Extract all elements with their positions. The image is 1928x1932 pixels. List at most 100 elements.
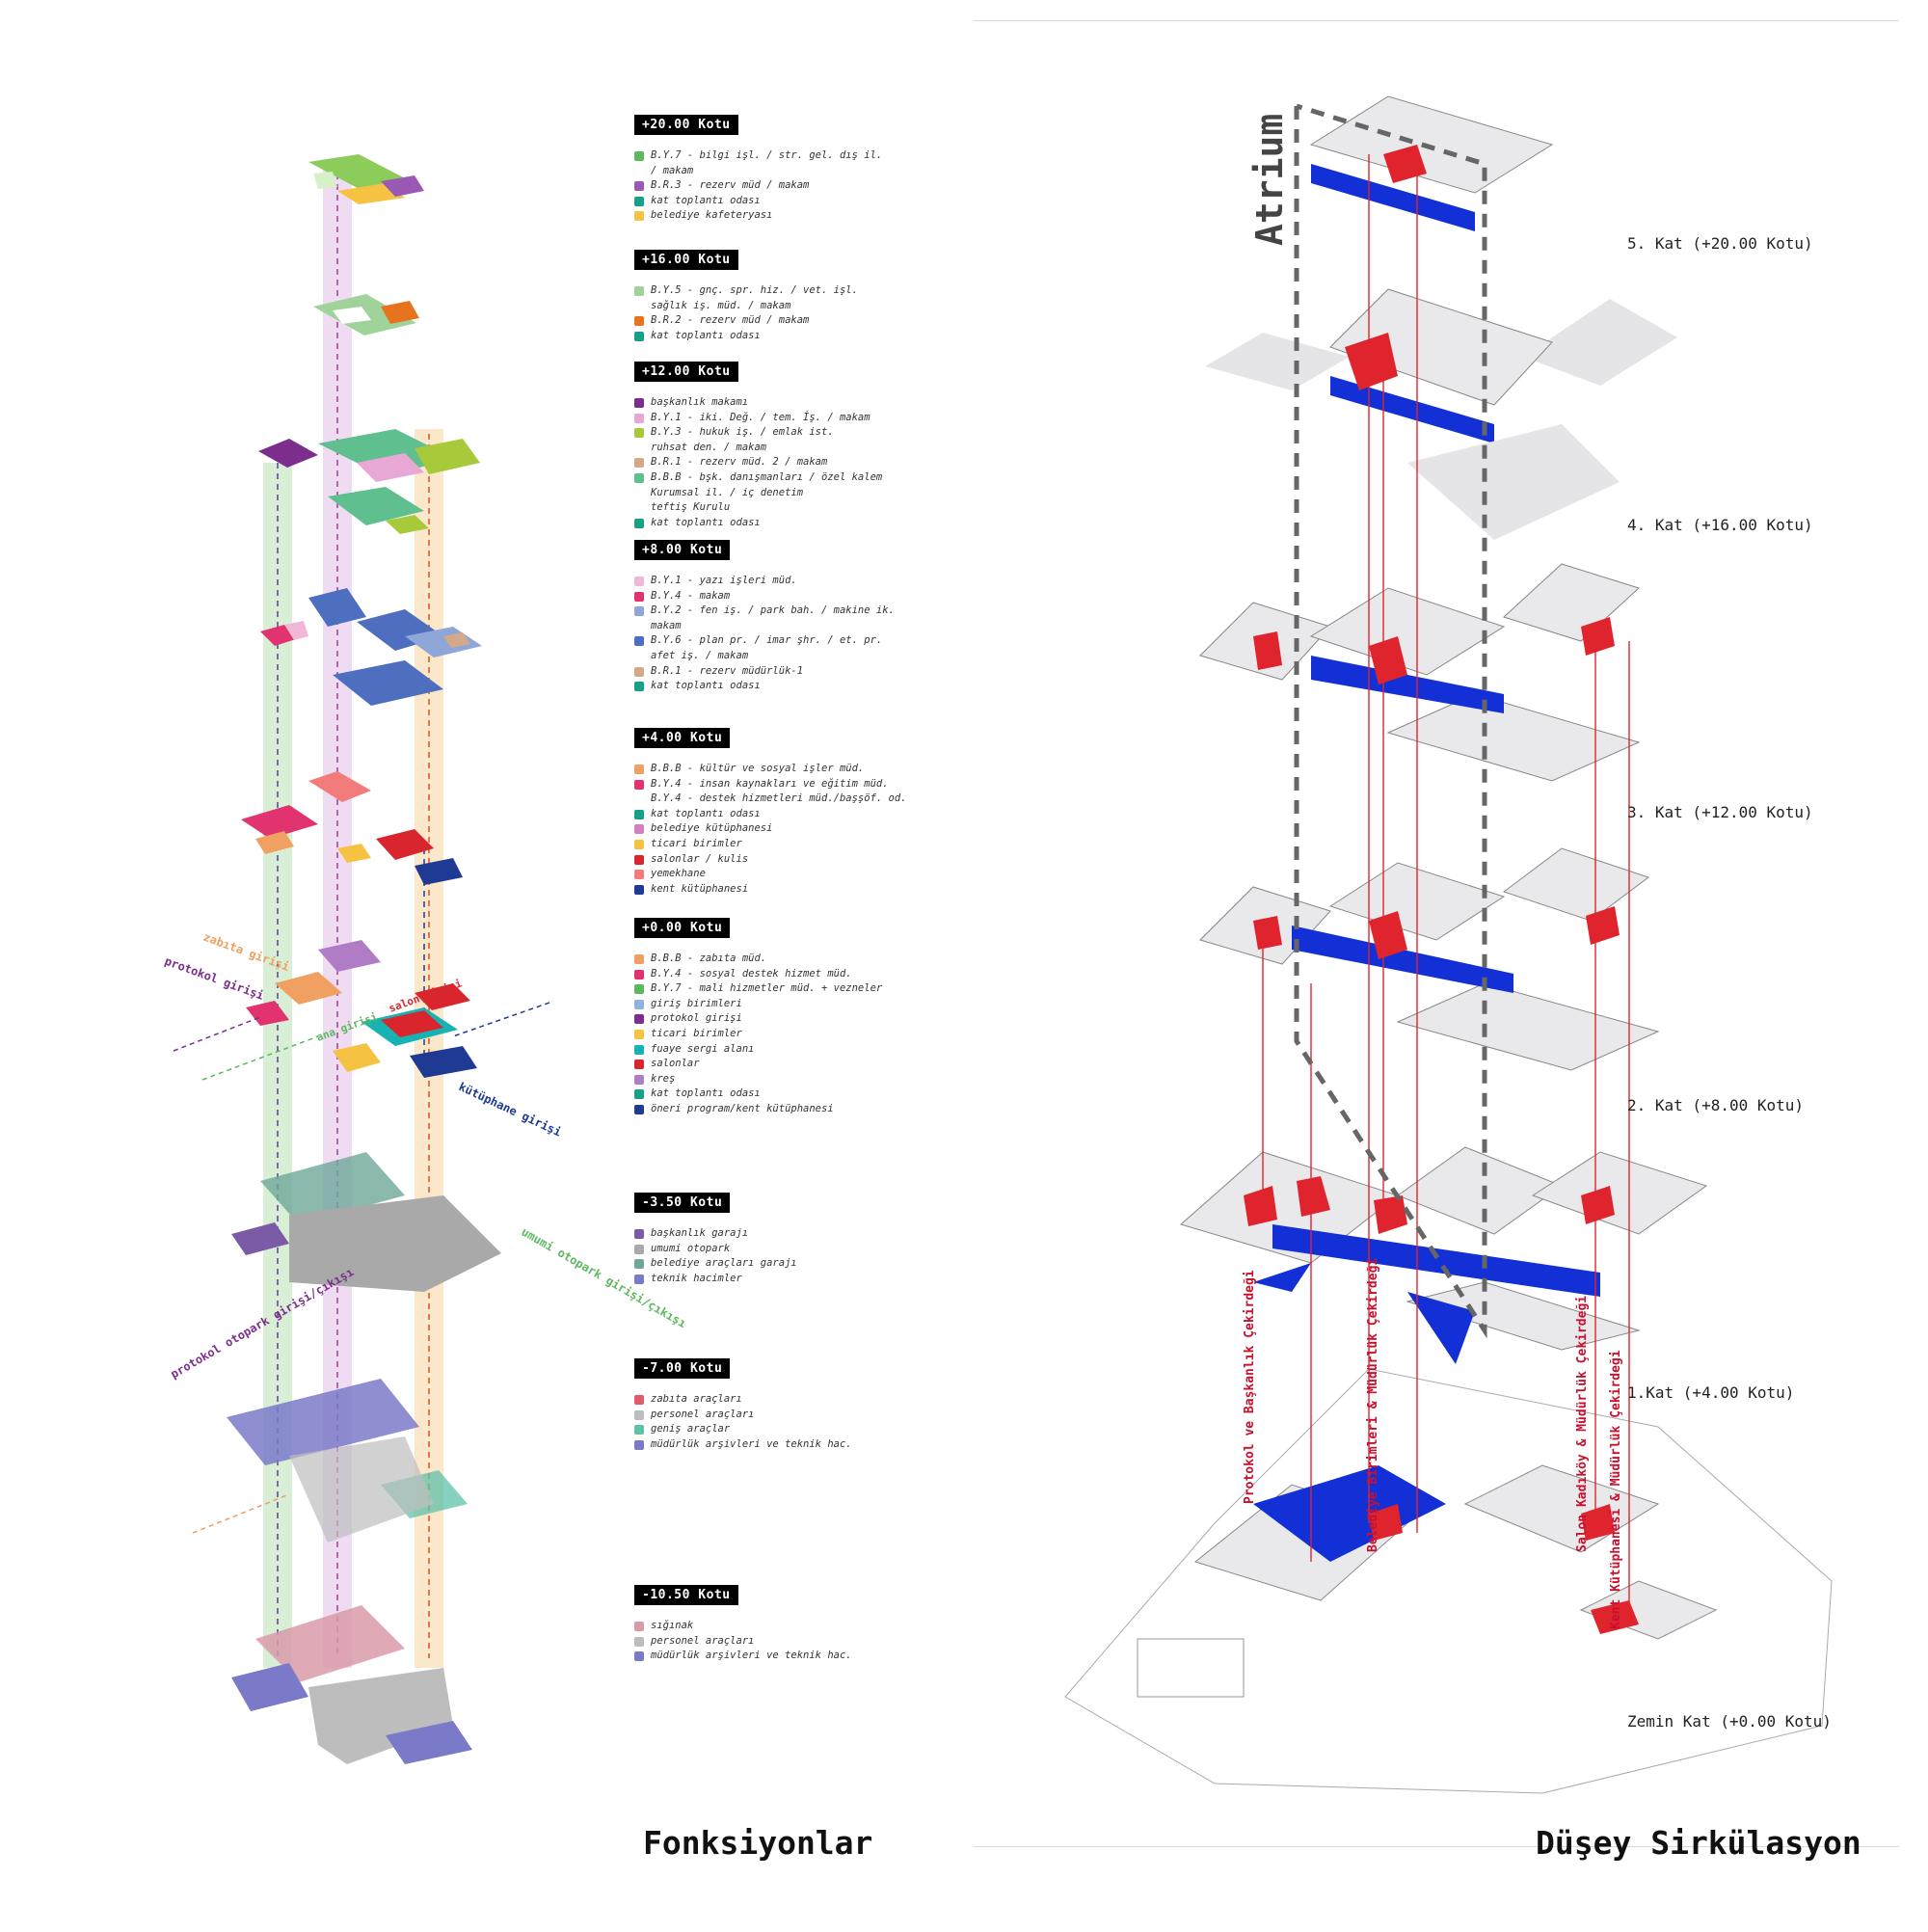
legend-item: Kurumsal il. / iç denetim <box>634 486 943 501</box>
legend-swatch <box>634 854 644 865</box>
core-red <box>1345 333 1398 390</box>
core-label-salon: Salon Kadıköy & Müdürlük Çekirdeği <box>1575 1296 1590 1552</box>
legend-swatch <box>634 1104 644 1114</box>
legend-item: personel araçları <box>634 1408 943 1423</box>
legend-swatch <box>634 413 644 423</box>
block-araclar-garaji <box>260 1152 405 1224</box>
legend-swatch <box>634 1259 644 1270</box>
legend-swatch <box>634 458 644 469</box>
legend-swatch <box>634 954 644 964</box>
legend-item: sağlık iş. müd. / makam <box>634 299 943 314</box>
side-slab <box>1523 299 1677 386</box>
circulation-blue <box>1272 1224 1600 1297</box>
legend-text: / makam <box>651 164 694 176</box>
slab-minus350 <box>231 1152 501 1292</box>
legend-swatch <box>634 636 644 647</box>
legend-items: başkanlık garajı umumi otopark belediye ar… <box>634 1226 943 1286</box>
legend-text: B.Y.5 - gnç. spr. hiz. / vet. işl. <box>651 284 858 296</box>
core-red <box>1383 145 1427 183</box>
legend-item: zabıta araçları <box>634 1392 943 1408</box>
slab-plus4 <box>241 771 463 885</box>
legend-item: kent kütüphanesi <box>634 882 943 898</box>
legend-text: afet iş. / makam <box>651 649 749 661</box>
floor-3-plan <box>1199 563 1641 782</box>
block-basKanlik <box>258 439 318 468</box>
legend-text: B.B.B - bşk. danışmanları / özel kalem <box>651 470 883 483</box>
legend-item: yemekhane <box>634 867 943 882</box>
core-label-protokol: Protokol ve Başkanlık Çekirdeği <box>1243 1270 1257 1504</box>
legend-text: kat toplantı odası <box>651 329 761 341</box>
block-sosyal-destek <box>246 1001 289 1026</box>
arrow-ana <box>201 1035 319 1081</box>
block-purple <box>381 175 424 197</box>
legend-text: B.Y.3 - hukuk iş. / emlak ist. <box>651 426 834 439</box>
block-arsiv2 <box>386 1721 472 1764</box>
bottom-rule <box>974 1846 1899 1847</box>
legend-text: B.Y.1 - iki. Değ. / tem. İş. / makam <box>651 411 870 423</box>
legend-text: protokol girişi <box>651 1012 742 1025</box>
legend-text: başkanlık garajı <box>651 1227 749 1239</box>
block-ticari <box>337 844 371 863</box>
legend-text: müdürlük arşivleri ve teknik hac. <box>651 1650 852 1662</box>
core-red <box>1374 1195 1407 1234</box>
legend-swatch <box>634 666 644 677</box>
legend-item: müdürlük arşivleri ve teknik hac. <box>634 1649 943 1664</box>
legend-text: ticari birimler <box>651 837 742 849</box>
floor-label-3: 3. Kat (+12.00 Kotu) <box>1627 803 1813 821</box>
circulation-blue <box>1292 926 1513 993</box>
block-personel <box>308 1668 453 1764</box>
legend-item: B.R.2 - rezerv müd / makam <box>634 313 943 329</box>
legend-text: umumi otopark <box>651 1242 731 1254</box>
block-orange <box>381 301 419 324</box>
block-by6 <box>308 588 366 627</box>
legend-text: B.B.B - kültür ve sosyal işler müd. <box>651 763 865 774</box>
legend-item: B.Y.4 - insan kaynakları ve eğitim müd. <box>634 777 943 792</box>
slab-minus1050 <box>231 1605 472 1764</box>
legend-text: öneri program/kent kütüphanesi <box>651 1102 834 1114</box>
floor-label-4: 4. Kat (+16.00 Kotu) <box>1627 516 1813 534</box>
block-kent-kutuphane <box>415 858 463 885</box>
legend-item: kat toplantı odası <box>634 194 943 209</box>
legend-item: kat toplantı odası <box>634 807 943 822</box>
legend-text: geniş araçlar <box>651 1423 731 1436</box>
legend-swatch <box>634 331 644 341</box>
legend-text: belediye kütüphanesi <box>651 822 773 835</box>
legend-text: B.Y.4 - makam <box>651 589 731 602</box>
legend-text: kat toplantı odası <box>651 807 761 819</box>
legend-item: B.Y.2 - fen iş. / park bah. / makine ik. <box>634 604 943 619</box>
entrance-protokol: protokol girişi <box>163 954 266 1003</box>
slab-plus16 <box>313 294 419 335</box>
legend-item: B.R.3 - rezerv müd / makam <box>634 178 943 194</box>
entrance-kutuphane: kütüphane girişi <box>457 1080 564 1140</box>
legend-swatch <box>634 211 644 222</box>
block-ruhsat <box>386 515 429 534</box>
legend-swatch <box>634 472 644 483</box>
block-kurumsal <box>328 487 424 525</box>
legend-swatch <box>634 1425 644 1436</box>
legend-text: kat toplantı odası <box>651 680 761 692</box>
legend-swatch <box>634 870 644 880</box>
legend-item: geniş araçlar <box>634 1422 943 1437</box>
block-kultur <box>255 831 294 854</box>
slab-plus20 <box>308 154 424 204</box>
legend-swatch <box>634 591 644 602</box>
legend-text: B.Y.4 - sosyal destek hizmet müd. <box>651 967 852 979</box>
block-salon <box>381 1010 443 1037</box>
legend-item: umumi otopark <box>634 1242 943 1257</box>
legend-text: B.Y.7 - mali hizmetler müd. + vezneler <box>651 982 883 995</box>
legend-swatch <box>634 518 644 528</box>
legend-swatch <box>634 999 644 1009</box>
slab-ground <box>246 940 477 1078</box>
legend-text: belediye araçları garajı <box>651 1257 797 1270</box>
block-danismanlar <box>318 429 453 477</box>
legend-swatch <box>634 577 644 586</box>
legend-swatch <box>634 809 644 819</box>
top-rule <box>974 20 1899 21</box>
legend-text: müdürlük arşivleri ve teknik hac. <box>651 1437 852 1450</box>
